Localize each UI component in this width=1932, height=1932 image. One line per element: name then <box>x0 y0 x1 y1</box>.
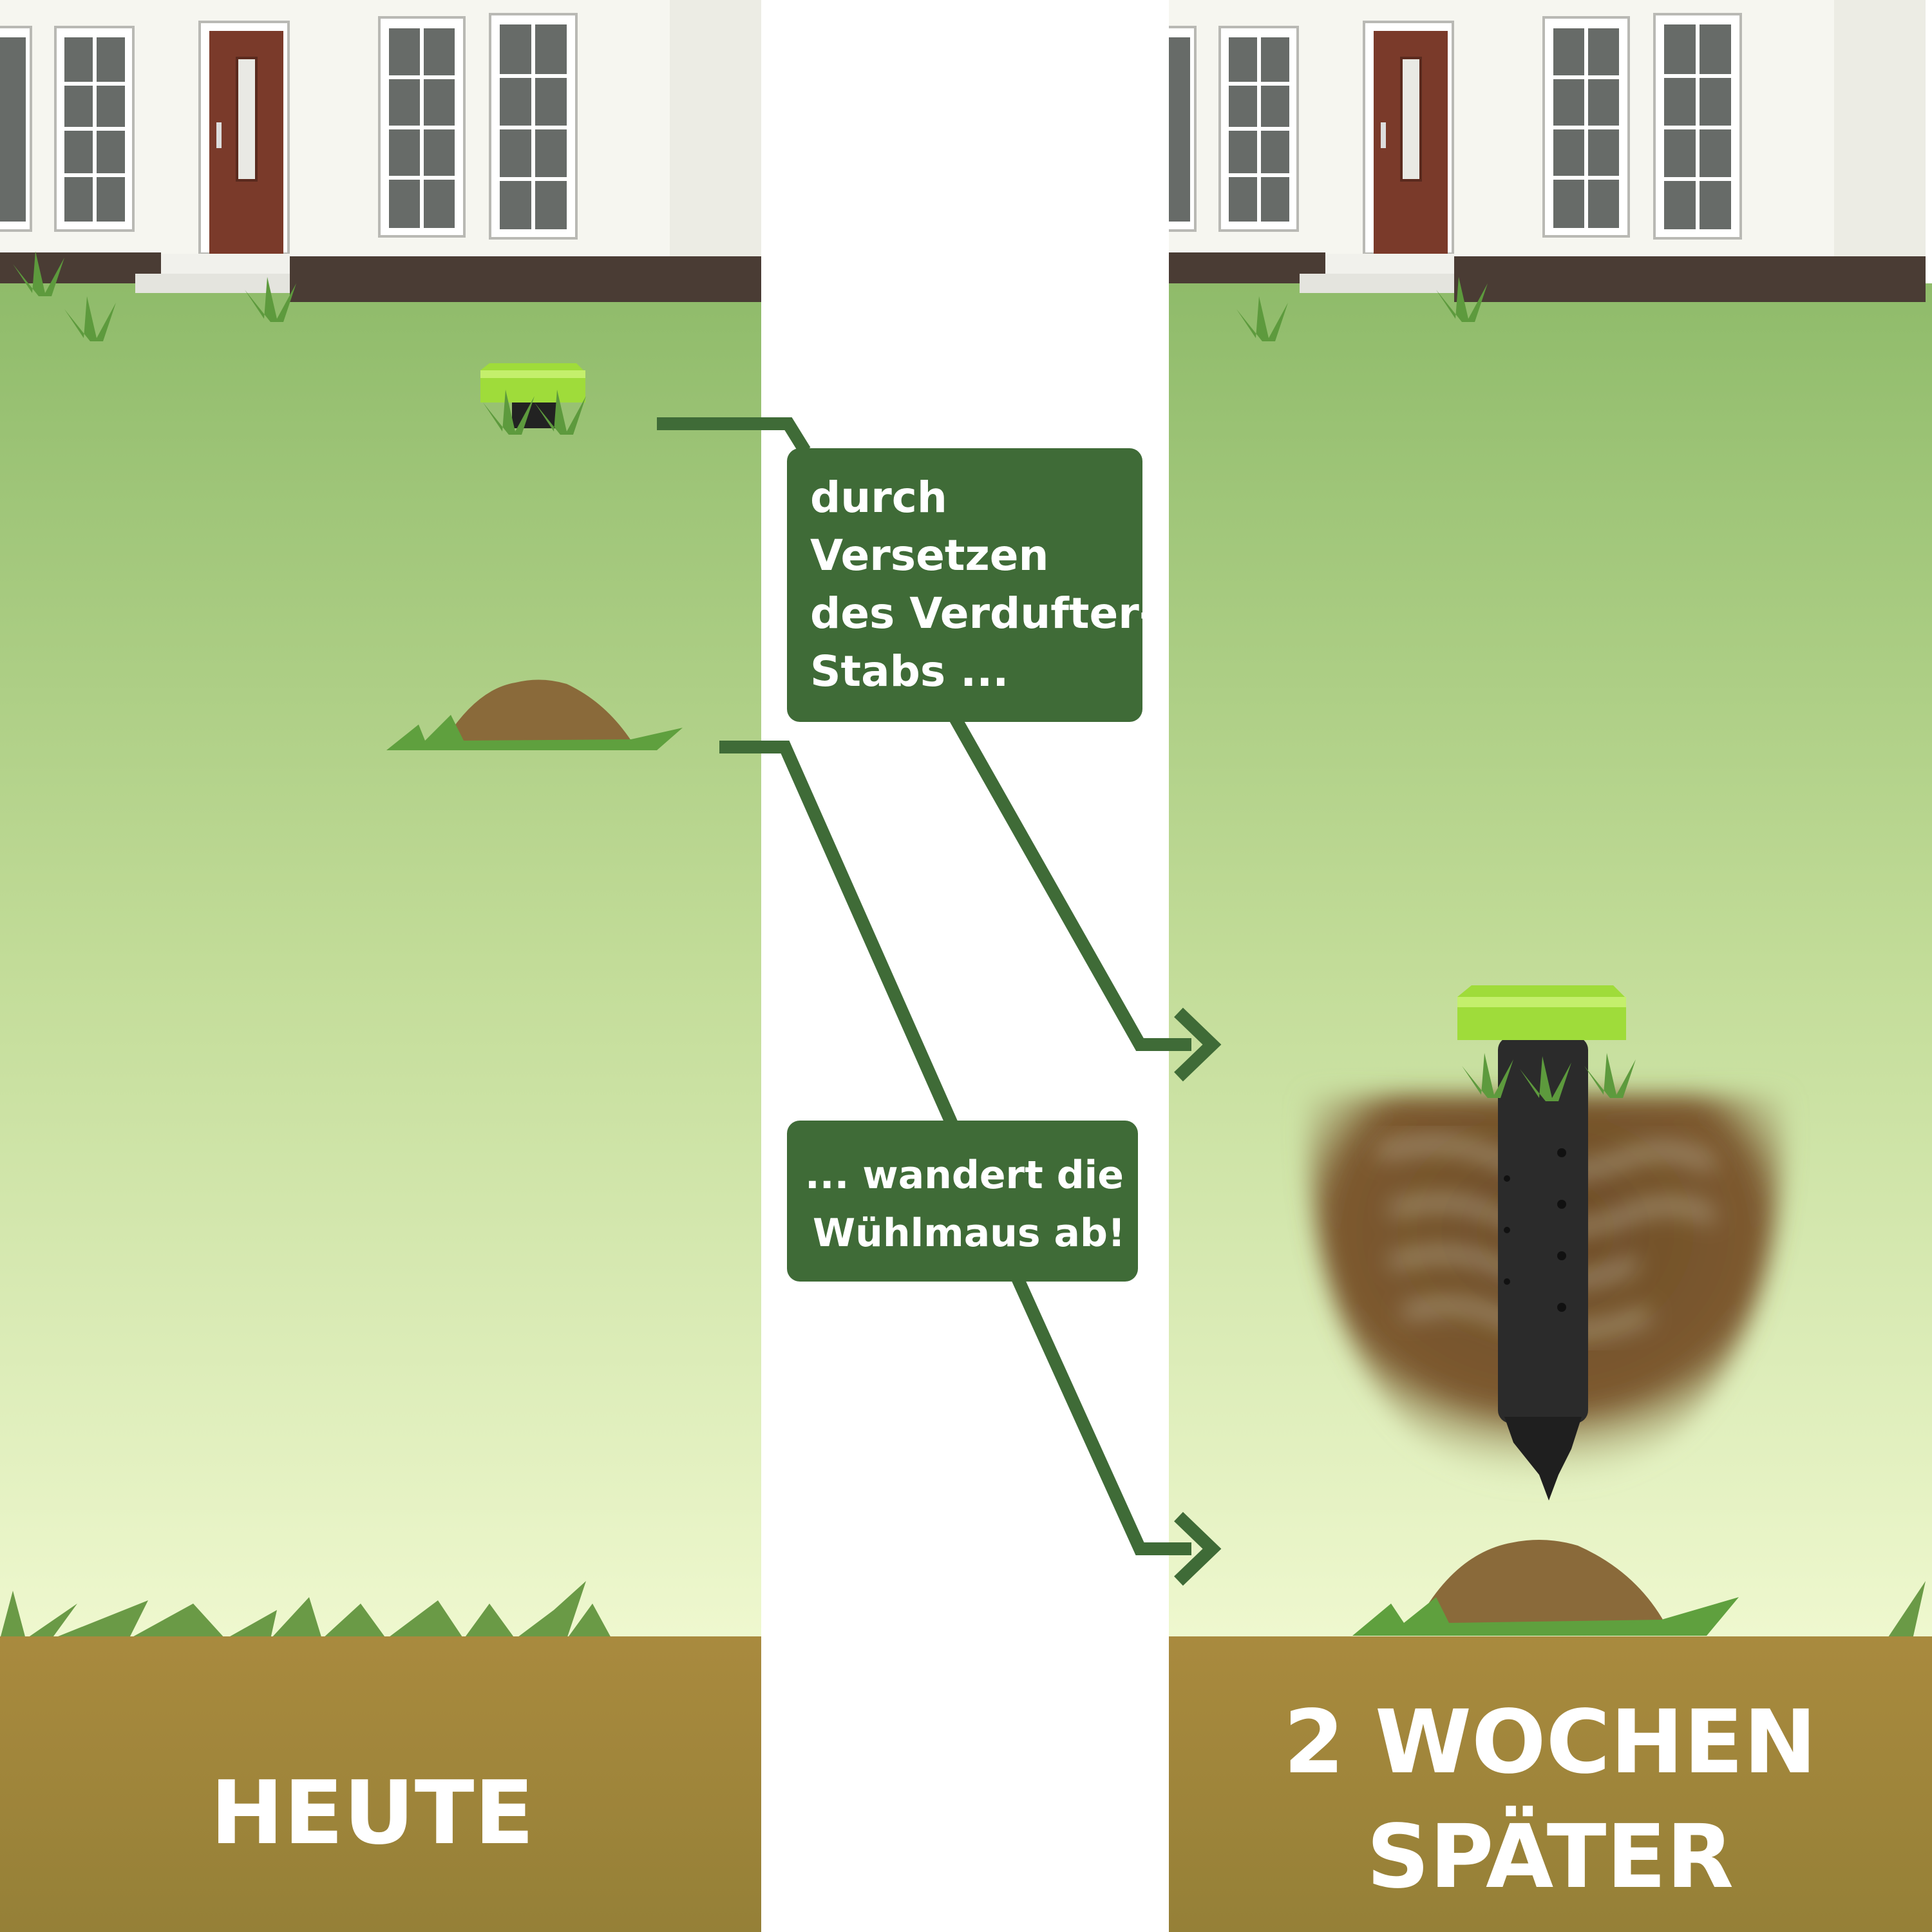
panel-two-weeks-later: 2 WOCHEN SPÄTER <box>1158 0 1932 1932</box>
callout-relocate-stake: durch Versetzen des Verdufter- Stabs ... <box>787 448 1157 722</box>
lawn <box>0 283 761 1642</box>
panel-label-today: HEUTE <box>211 1763 535 1864</box>
svg-text:des Verdufter-: des Verdufter- <box>810 589 1157 638</box>
connector-molehill <box>719 741 958 1127</box>
house <box>1158 0 1926 302</box>
panel-today: HEUTE <box>0 0 761 1932</box>
svg-text:durch: durch <box>810 473 947 522</box>
connector-to-stake-later <box>949 715 1191 1051</box>
repellent-stake-icon <box>1457 985 1636 1501</box>
connector-stake <box>657 417 811 455</box>
connector-to-molehill-later <box>1011 1275 1191 1555</box>
house <box>0 0 761 302</box>
svg-text:Versetzen: Versetzen <box>810 531 1049 580</box>
connector-lines <box>657 417 1222 1586</box>
soil-band <box>1169 1636 1932 1932</box>
molehill-icon <box>1352 1540 1739 1636</box>
svg-text:... wandert die: ... wandert die <box>805 1153 1124 1198</box>
molehill-icon <box>386 679 683 750</box>
panel-label-two-weeks: 2 WOCHEN <box>1283 1692 1817 1794</box>
svg-text:Stabs ...: Stabs ... <box>810 647 1009 696</box>
callout-vole-leaves: ... wandert die Wühlmaus ab! <box>787 1121 1138 1282</box>
panel-label-later: SPÄTER <box>1367 1806 1734 1908</box>
repellent-stake-icon <box>480 363 586 435</box>
arrow-right-icon <box>1174 1007 1222 1082</box>
soil-band <box>0 1636 761 1932</box>
svg-text:Wühlmaus ab!: Wühlmaus ab! <box>813 1211 1125 1256</box>
arrow-right-icon <box>1174 1511 1222 1586</box>
